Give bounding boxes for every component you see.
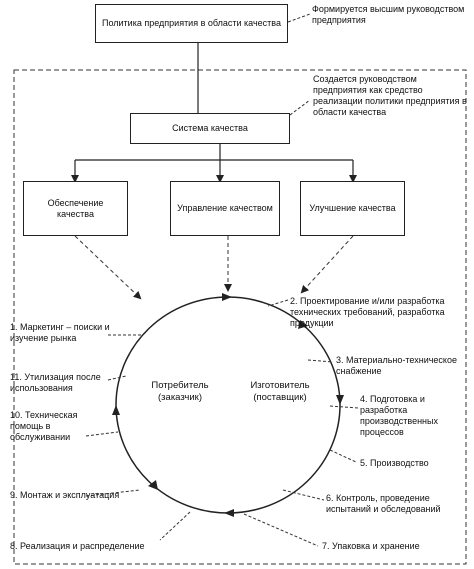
stage-11-label: 11. Утилизация после использования xyxy=(10,372,101,393)
leader-5 xyxy=(329,449,357,463)
leader-2 xyxy=(267,299,289,307)
top-note-leader xyxy=(287,13,311,23)
loop-arrow-right xyxy=(336,395,344,405)
system-note-leader xyxy=(289,99,311,116)
loop-arrow-top xyxy=(222,293,232,301)
manufacturer-label: Изготовитель (поставщик) xyxy=(250,380,310,403)
stage-6-label: 6. Контроль, проведение испытаний и обсл… xyxy=(326,493,441,514)
quality-assurance-box: Обеспечение качества xyxy=(23,181,128,236)
leader-7 xyxy=(243,513,319,547)
consumer-label: Потребитель (заказчик) xyxy=(151,380,209,403)
leader-8 xyxy=(159,511,191,541)
quality-improvement-box: Улучшение качества xyxy=(300,181,405,236)
loop-arrow-upper-right xyxy=(298,320,308,329)
leader-10 xyxy=(85,431,119,437)
leader-11 xyxy=(107,375,127,381)
stage-2-label: 2. Проектирование и/или разработка техни… xyxy=(290,296,445,328)
leader-9 xyxy=(85,489,141,497)
leader-3 xyxy=(307,359,334,363)
loop-arrow-lower-left xyxy=(148,480,158,490)
loop-arrow-bottom xyxy=(224,509,234,517)
quality-management-box: Управление качеством xyxy=(170,181,280,236)
stage-10-label: 10. Техническая помощь в обслуживании xyxy=(10,410,78,442)
quality-policy-box: Политика предприятия в области качества xyxy=(95,4,288,43)
loop-arrow-left xyxy=(112,405,120,415)
leader-4 xyxy=(329,405,359,409)
stage-7-label: 7. Упаковка и хранение xyxy=(322,541,420,551)
quality-system-note: Создается руководством предприятия как с… xyxy=(313,74,467,117)
left-to-loop-arrow xyxy=(74,235,142,300)
leader-6 xyxy=(282,489,325,501)
quality-loop xyxy=(115,296,341,514)
right-to-loop-arrow xyxy=(300,235,354,294)
stage-5-label: 5. Производство xyxy=(360,458,429,468)
stage-1-label: 1. Маркетинг – поиски и изучение рынка xyxy=(10,322,110,343)
stage-3-label: 3. Материально-техническое снабжение xyxy=(336,355,457,376)
stage-8-label: 8. Реализация и распределение xyxy=(10,541,145,551)
quality-system-box: Система качества xyxy=(130,113,290,144)
quality-policy-note: Формируется высшим руководством предприя… xyxy=(312,4,465,25)
stage-4-label: 4. Подготовка и разработка производствен… xyxy=(360,394,438,437)
outer-dashed-frame xyxy=(13,69,467,565)
stage-9-label: 9. Монтаж и эксплуатация xyxy=(10,490,120,500)
